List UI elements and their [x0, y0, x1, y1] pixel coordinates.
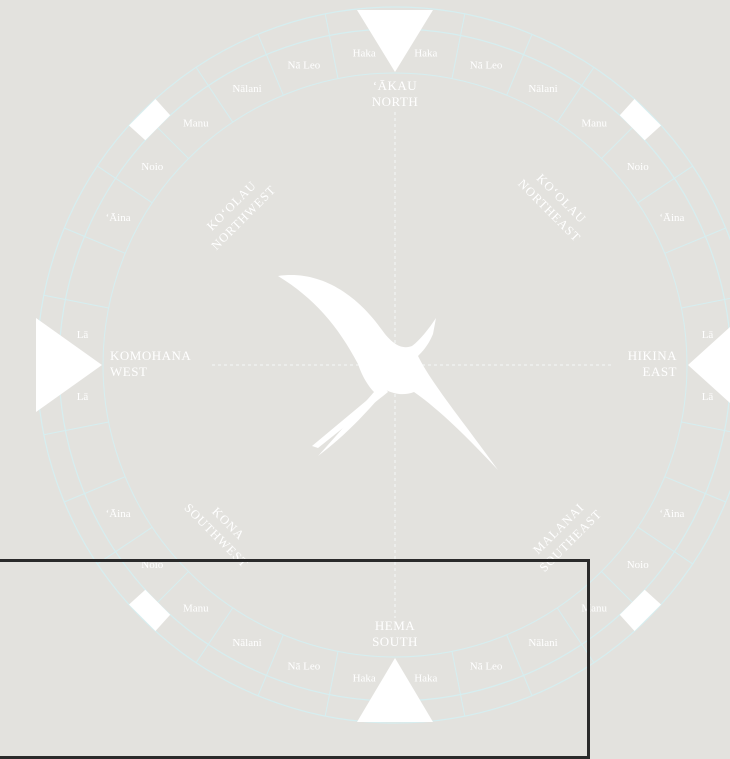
house-divider [258, 34, 283, 95]
house-label-la-1: Lā [702, 391, 714, 403]
house-label-nw-4: Noio [141, 161, 164, 173]
house-label-ne-3: Manu [581, 117, 607, 129]
house-label-se-5: ʻĀina [659, 508, 684, 520]
house-label-ne-5: ʻĀina [659, 212, 684, 224]
house-label-la-0: Lā [702, 329, 714, 341]
frigatebird-icon [278, 275, 498, 470]
house-label-ne-2: Nālani [528, 83, 557, 95]
house-label-nw-0: Haka [353, 48, 376, 60]
north-label-hawaiian: ʻĀKAU [373, 78, 417, 93]
house-divider [325, 14, 338, 79]
house-divider [64, 228, 125, 253]
house-label-nw-1: Nā Leo [288, 60, 321, 72]
east-label-english: EAST [643, 364, 678, 379]
house-label-nw-2: Nālani [232, 83, 261, 95]
quadrant-ne: KOʻOLAU NORTHEAST [515, 164, 595, 244]
house-divider [196, 67, 233, 122]
west-label-hawaiian: KOMOHANA [110, 348, 191, 363]
house-label-se-4: Noio [627, 559, 650, 571]
house-divider [44, 422, 109, 435]
house-label-nw-5: ʻĀina [106, 212, 131, 224]
house-label-ne-4: Noio [627, 161, 650, 173]
north-marker [357, 10, 433, 72]
house-divider [557, 67, 594, 122]
house-divider [44, 295, 109, 308]
house-label-ne-1: Nā Leo [470, 60, 503, 72]
house-divider [452, 14, 465, 79]
house-divider [681, 422, 730, 435]
quadrant-nw: KOʻOLAU NORTHWEST [197, 171, 279, 253]
north-label-english: NORTH [372, 94, 419, 109]
house-label-sw-5: ʻĀina [106, 508, 131, 520]
highlight-frame [0, 559, 590, 759]
east-label-hawaiian: HIKINA [628, 348, 677, 363]
house-label-la-2: Lā [77, 391, 89, 403]
house-label-nw-3: Manu [183, 117, 209, 129]
house-divider [64, 477, 125, 502]
house-divider [681, 295, 730, 308]
house-divider [665, 477, 726, 502]
star-compass: ʻĀKAU NORTH HEMA SOUTH HIKINA EAST KOMOH… [0, 0, 730, 730]
house-divider [665, 228, 726, 253]
west-marker [36, 318, 102, 412]
house-label-ne-0: Haka [414, 48, 437, 60]
west-label-english: WEST [110, 364, 147, 379]
house-label-la-3: Lā [77, 329, 89, 341]
